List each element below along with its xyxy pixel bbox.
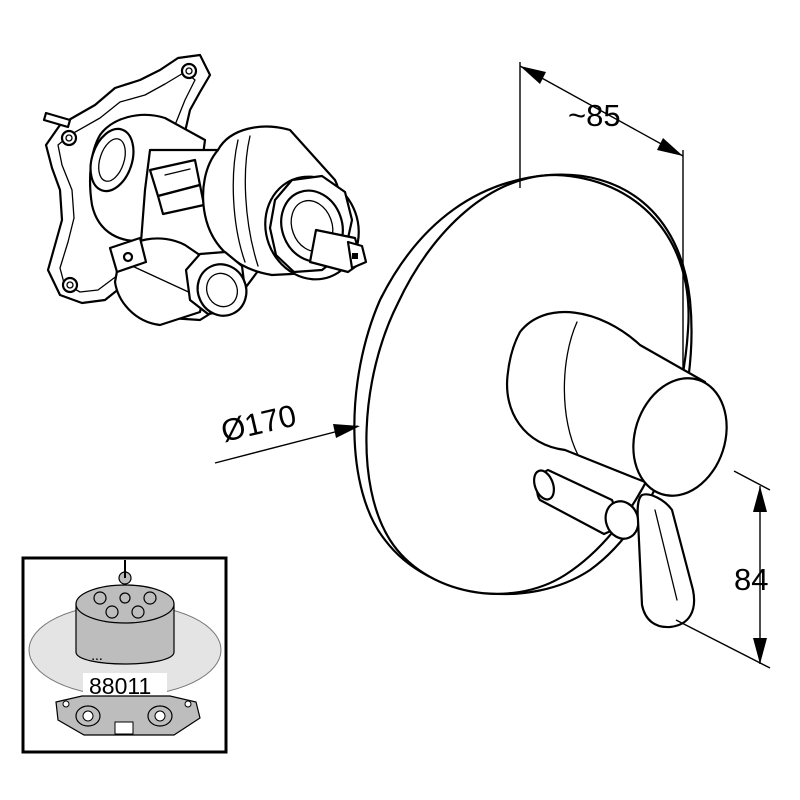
inset-lug-left	[62, 700, 70, 708]
height-arrow-top	[753, 486, 767, 512]
boss-end-inner	[98, 138, 126, 182]
escutcheon-assembly	[353, 173, 728, 629]
handle-end-cap	[632, 377, 728, 497]
stem-square-socket	[352, 253, 358, 259]
depth-arrow-right	[657, 138, 683, 156]
flange-hole-top-right	[180, 62, 198, 80]
height-extension-bottom	[675, 619, 771, 669]
diameter-label: Ø170	[218, 398, 300, 449]
height-arrow-bottom	[753, 638, 767, 664]
lower-clip-bolt	[122, 251, 134, 263]
inset-label-band	[83, 673, 167, 698]
flange-hole-left-inner	[65, 134, 73, 142]
lower-pipe-seam	[129, 264, 196, 296]
flange-hole-bottom-left-inner	[66, 281, 74, 289]
flange-hole-left	[60, 129, 78, 147]
diverter-pin-tip	[533, 469, 555, 501]
inset-lug-right	[184, 700, 192, 708]
inset-part-number: 88011	[89, 673, 151, 699]
inset-center-port	[114, 721, 134, 735]
handle-seam	[563, 321, 579, 456]
front-nut-inner	[205, 272, 239, 308]
depth-label: ~85	[568, 98, 621, 133]
inset-knob-5	[131, 605, 145, 619]
inset-port-left-bore	[82, 710, 94, 722]
depth-dimension-line	[519, 65, 684, 157]
height-label: 84	[734, 562, 768, 597]
height-extension-top	[733, 470, 771, 491]
front-nut-face	[196, 263, 248, 317]
dimension-depth: ~85	[519, 62, 684, 370]
left-pin	[42, 111, 72, 129]
inset-cartridge-top	[75, 584, 175, 624]
dimension-diameter: Ø170	[214, 398, 360, 464]
cartridge-ring-1	[232, 139, 246, 263]
dimension-height: 84	[675, 470, 771, 669]
inset-cartridge-marking: ▪ ▪ ▪	[92, 657, 102, 663]
flange-hole-bottom-left	[61, 276, 79, 294]
boss-end-face	[89, 127, 135, 193]
depth-arrow-left	[520, 66, 546, 84]
inset-port-right-bore	[154, 710, 166, 722]
diameter-arrow	[333, 424, 360, 438]
lever-blade	[636, 493, 696, 629]
inset-box: ▪ ▪ ▪ 88011	[21, 556, 228, 754]
inset-knob-3	[143, 591, 157, 605]
cartridge-ring-2	[244, 135, 259, 267]
clip-ridge	[164, 168, 191, 176]
inset-knob-center	[119, 592, 131, 604]
inset-knob-1	[93, 591, 107, 605]
lever-blade-edge	[654, 509, 678, 601]
rough-in-valve-body	[42, 53, 368, 327]
diameter-leader	[214, 425, 359, 464]
flange-hole-top-right-inner	[185, 67, 193, 75]
inset-knob-4	[105, 605, 119, 619]
